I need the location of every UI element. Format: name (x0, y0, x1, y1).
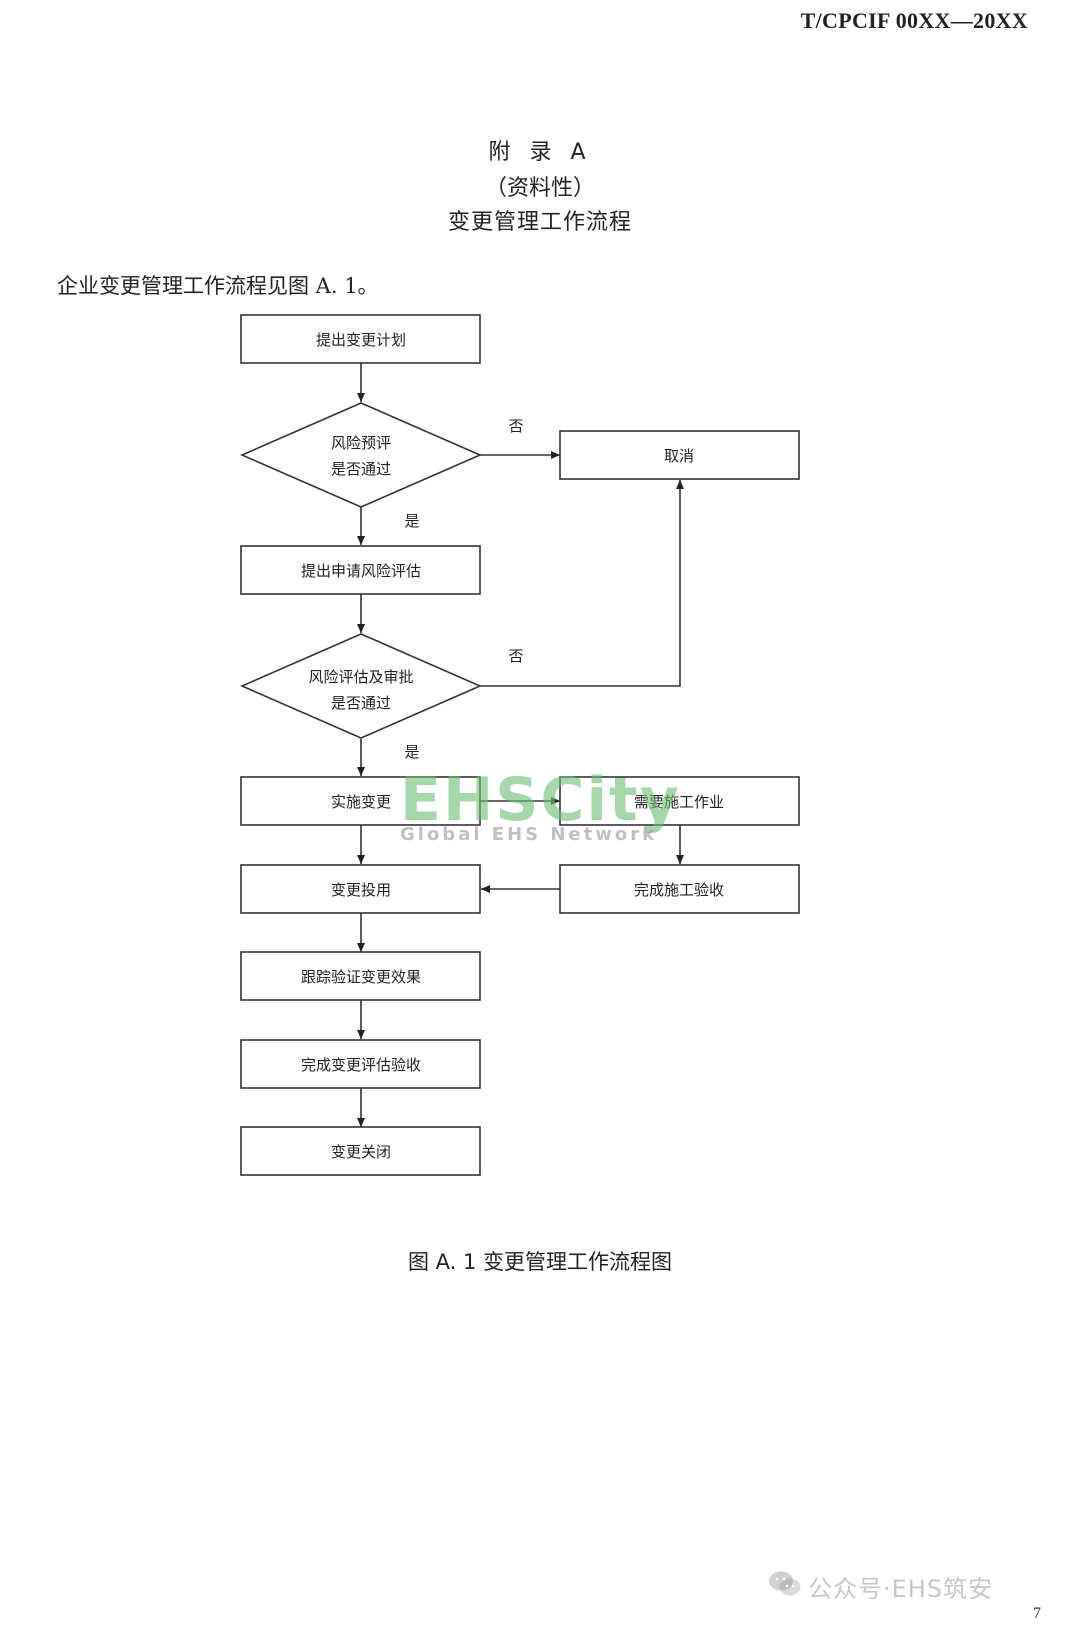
page-number: 7 (1033, 1605, 1041, 1622)
label-need-construction: 需要施工作业 (634, 793, 724, 811)
wechat-icon (769, 1571, 801, 1596)
label-close: 变更关闭 (331, 1143, 391, 1161)
appendix-title: 附 录 A (488, 140, 592, 165)
label-risk-assess-approve-1: 风险评估及审批 (308, 668, 413, 686)
node-track-verify (240, 951, 481, 1001)
label-track-verify: 跟踪验证变更效果 (301, 968, 421, 986)
label-implement: 实施变更 (331, 793, 391, 811)
edge-label-yes-2: 是 (404, 743, 419, 761)
appendix-subject: 变更管理工作流程 (447, 210, 632, 235)
node-complete-eval-accept (240, 1039, 481, 1089)
footer-watermark: 公众号·EHS筑安 (760, 1567, 1060, 1603)
document-code: T/CPCIF 00XX—20XX (800, 8, 1028, 33)
edge-label-no-2: 否 (508, 647, 523, 665)
node-propose-plan (240, 314, 481, 364)
appendix-type: （资料性） (484, 176, 595, 201)
edge-label-no-1: 否 (508, 417, 523, 435)
label-commission: 变更投用 (331, 881, 391, 899)
node-need-construction (559, 776, 800, 826)
node-implement (240, 776, 481, 826)
label-apply-risk-assess: 提出申请风险评估 (301, 562, 421, 580)
intro-paragraph: 企业变更管理工作流程见图 A. 1。 (57, 274, 379, 298)
node-risk-pre-eval (240, 402, 482, 508)
label-cancel: 取消 (664, 447, 694, 465)
label-complete-eval-accept: 完成变更评估验收 (301, 1056, 421, 1074)
label-risk-assess-approve-2: 是否通过 (331, 694, 391, 712)
node-risk-assess-approve (240, 633, 482, 739)
node-cancel (559, 430, 800, 480)
edge-label-yes-1: 是 (404, 512, 419, 530)
node-close (240, 1126, 481, 1176)
label-risk-pre-eval-2: 是否通过 (331, 460, 391, 478)
node-commission (240, 864, 481, 914)
label-propose-plan: 提出变更计划 (316, 331, 406, 349)
footer-watermark-text: 公众号·EHS筑安 (808, 1575, 994, 1603)
edge-approve-to-cancel (480, 480, 684, 687)
figure-caption: 图 A. 1 变更管理工作流程图 (407, 1250, 673, 1274)
label-construction-accept: 完成施工验收 (634, 881, 724, 899)
label-risk-pre-eval-1: 风险预评 (331, 434, 391, 452)
node-construction-accept (559, 864, 800, 914)
node-apply-risk-assess (240, 545, 481, 595)
